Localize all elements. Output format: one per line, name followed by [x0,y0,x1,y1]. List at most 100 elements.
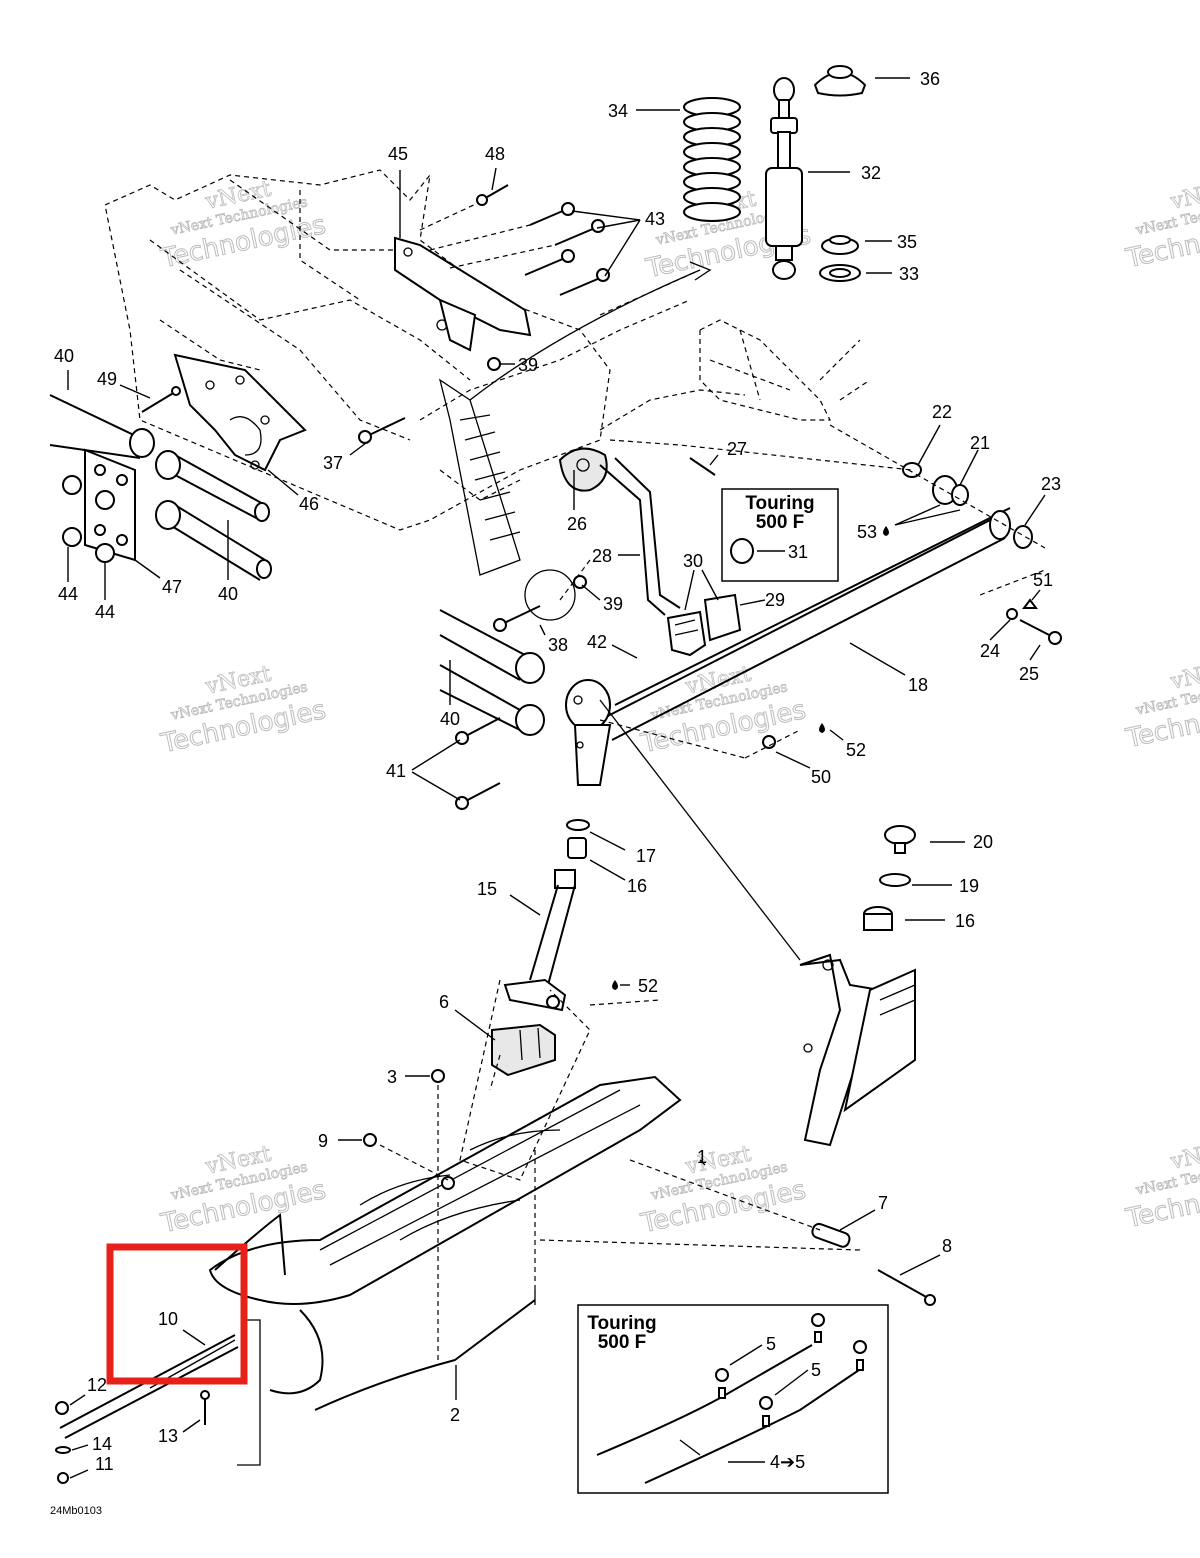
watermark-low-left: vNext vNext Technologies Technologies [157,1141,329,1240]
bolt-38 [493,605,541,632]
callout-16-left: 16 [627,876,647,896]
callout-47: 47 [162,577,182,597]
callout-33: 33 [899,264,919,284]
callout-29: 29 [765,590,785,610]
tie-rod-end-29 [703,593,742,642]
callout-36: 36 [920,69,940,89]
callout-32: 32 [861,163,881,183]
spindle-knuckle [565,679,612,786]
shock-boot [438,378,576,621]
bracket-lines-10 [237,1319,261,1466]
callout-24: 24 [980,641,1000,661]
spring-lower-seat [821,235,859,255]
watermark-top-right: vNext vNext Technologies Technologies [1122,176,1200,275]
touring-box-lower-line2: 500 F [598,1332,647,1353]
callout-30: 30 [683,551,703,571]
nut-12 [55,1401,69,1415]
ski-1 [208,1075,682,1395]
callout-21: 21 [970,433,990,453]
washer-14 [55,1446,71,1454]
callout-1: 1 [697,1147,707,1167]
grease-51 [1022,598,1038,609]
bolt-13 [200,1390,210,1425]
callout-40-low: 40 [440,709,460,729]
callout-37: 37 [323,453,343,473]
callout-44-right: 44 [95,602,115,622]
callout-51: 51 [1033,570,1053,590]
spindle-15 [529,869,576,986]
chassis-frame-outline [104,169,746,531]
washer-24 [1006,608,1018,620]
bolt-37 [358,417,406,444]
ring-23 [1013,525,1033,549]
callout-11: 11 [95,1454,114,1474]
coil-spring [683,97,741,222]
tie-rod-18 [599,507,1011,741]
diagram-code: 24Mb0103 [50,1505,102,1517]
bushing-21 [932,475,969,506]
callout-22: 22 [932,402,952,422]
callout-49: 49 [97,369,117,389]
spring-top-cap [813,65,867,97]
callout-27: 27 [727,439,747,459]
callout-38: 38 [548,635,568,655]
callout-7: 7 [878,1193,888,1213]
callout-28: 28 [592,546,612,566]
bushing-16-left [567,837,587,859]
callout-15: 15 [477,879,497,899]
callout-53: 53 [857,522,877,542]
watermark-mid-center: vNext vNext Technologies Technologies [637,661,809,760]
drop-52-lower [612,980,618,990]
nut-11 [57,1472,69,1484]
callout-20: 20 [973,832,993,852]
pin-7 [811,1222,851,1248]
watermark-mid-right: vNext vNext Technologies Technologies [1122,656,1200,755]
callout-9: 9 [318,1131,328,1151]
callout-52-lower: 52 [638,976,658,996]
drop-52-upper [819,723,825,733]
callout-46: 46 [299,494,319,514]
callout-23: 23 [1041,474,1061,494]
cap-20 [884,825,916,854]
damper-body [765,77,803,280]
callout-14: 14 [92,1434,112,1454]
touring-box-lower: Touring 500 F [577,1304,889,1494]
callout-35: 35 [897,232,917,252]
drop-53-icon [883,526,889,536]
bolt-25 [1019,619,1062,645]
bolts-41 [455,717,501,810]
callout-18: 18 [908,675,928,695]
ring-17 [566,819,590,831]
watermark-mid-left: vNext vNext Technologies Technologies [157,661,329,760]
touring-box-upper-line2: 500 F [756,512,805,533]
nuts-44 [62,475,115,563]
touring-box-upper-line1: Touring [745,493,814,514]
runner-2 [314,1290,536,1411]
callout-34: 34 [608,101,628,121]
watermark-group: vNext vNext Technologies Technologies vN… [157,176,1200,1240]
bolt-8 [877,1269,936,1306]
callout-50: 50 [811,767,831,787]
washer-22 [902,462,922,478]
steering-arm [558,447,681,616]
block-6 [491,1023,556,1077]
callout-39-upper: 39 [518,355,538,375]
clip-19 [879,873,911,887]
bushing-16-right [863,906,893,931]
callout-4-to-5: 4➔5 [770,1452,805,1472]
callout-52-upper: 52 [846,740,866,760]
watermark-low-right: vNext vNext Technologies Technologies [1122,1136,1200,1235]
callout-8: 8 [942,1236,952,1256]
callout-26: 26 [567,514,587,534]
washer-33 [819,264,861,282]
callout-6: 6 [439,992,449,1012]
leader-lines [67,77,1046,1479]
callout-39-lower: 39 [603,594,623,614]
bolts-43 [429,202,610,296]
callout-43: 43 [645,209,665,229]
watermark-low-center: vNext vNext Technologies Technologies [637,1141,809,1240]
callout-5-upper: 5 [766,1334,776,1354]
callout-3: 3 [387,1067,397,1087]
right-spindle-leg [799,953,916,1147]
clamp-30 [666,610,707,657]
